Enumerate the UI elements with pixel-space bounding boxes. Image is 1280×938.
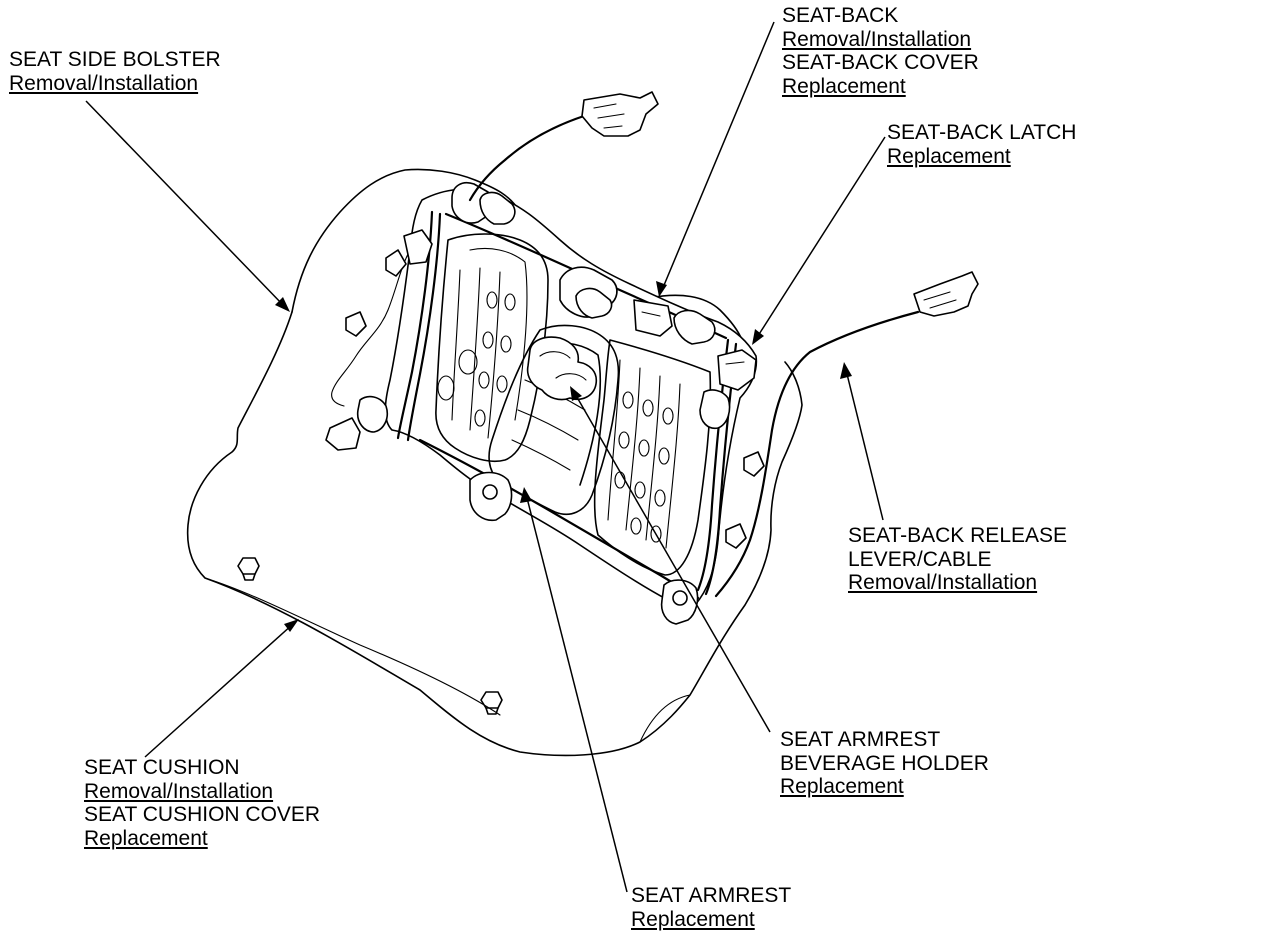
seat-back-release-title: SEAT-BACK RELEASE xyxy=(848,524,1068,547)
seat-cushion-cover-replacement-link[interactable]: Replacement xyxy=(84,826,208,850)
callout-seat-side-bolster: SEAT SIDE BOLSTER Removal/Installation xyxy=(9,48,221,95)
seat-back-title: SEAT-BACK xyxy=(782,4,899,27)
seat-armrest-replacement-link[interactable]: Replacement xyxy=(631,907,755,931)
seat-armrest-beverage-holder-title-line2: BEVERAGE HOLDER xyxy=(780,751,989,775)
seat-back-cover-replacement-link[interactable]: Replacement xyxy=(782,74,906,98)
seat-cushion-cover-title: SEAT CUSHION COVER xyxy=(84,803,321,826)
seat-back-removal-installation-link[interactable]: Removal/Installation xyxy=(782,27,972,51)
seat-cushion-removal-installation-link[interactable]: Removal/Installation xyxy=(84,779,274,803)
seat-cushion-title: SEAT CUSHION xyxy=(84,756,240,779)
seat-back-cover-title: SEAT-BACK COVER xyxy=(782,51,979,74)
seat-back-frame-drawing xyxy=(325,182,758,625)
leader-lines xyxy=(85,21,886,893)
callout-seat-cushion: SEAT CUSHION Removal/Installation SEAT C… xyxy=(84,756,320,850)
seat-armrest-beverage-holder-replacement-link[interactable]: Replacement xyxy=(780,775,904,798)
seat-armrest-title: SEAT ARMREST xyxy=(631,884,792,907)
seat-back-release-title-line2: LEVER/CABLE xyxy=(848,547,992,571)
seat-side-bolster-title: SEAT SIDE BOLSTER xyxy=(9,48,221,71)
seat-back-latch-replacement-link[interactable]: Replacement xyxy=(887,144,1011,168)
callout-seat-back: SEAT-BACK Removal/Installation SEAT-BACK… xyxy=(782,4,979,98)
callout-seat-back-latch: SEAT-BACK LATCH Replacement xyxy=(887,121,1076,168)
seat-armrest-beverage-holder-title: SEAT ARMREST xyxy=(780,728,941,751)
callout-seat-armrest-beverage-holder: SEAT ARMREST BEVERAGE HOLDER Replacement xyxy=(780,728,989,799)
callout-seat-armrest: SEAT ARMREST Replacement xyxy=(631,884,791,931)
seat-side-bolster-removal-installation-link[interactable]: Removal/Installation xyxy=(9,71,199,95)
seat-back-latch-title: SEAT-BACK LATCH xyxy=(887,121,1077,144)
release-cable-right-drawing xyxy=(714,271,979,598)
release-cable-left-drawing xyxy=(331,91,659,407)
seat-back-release-removal-installation-link[interactable]: Removal/Installation xyxy=(848,571,1038,594)
callout-seat-back-release-lever-cable: SEAT-BACK RELEASE LEVER/CABLE Removal/In… xyxy=(848,524,1067,595)
